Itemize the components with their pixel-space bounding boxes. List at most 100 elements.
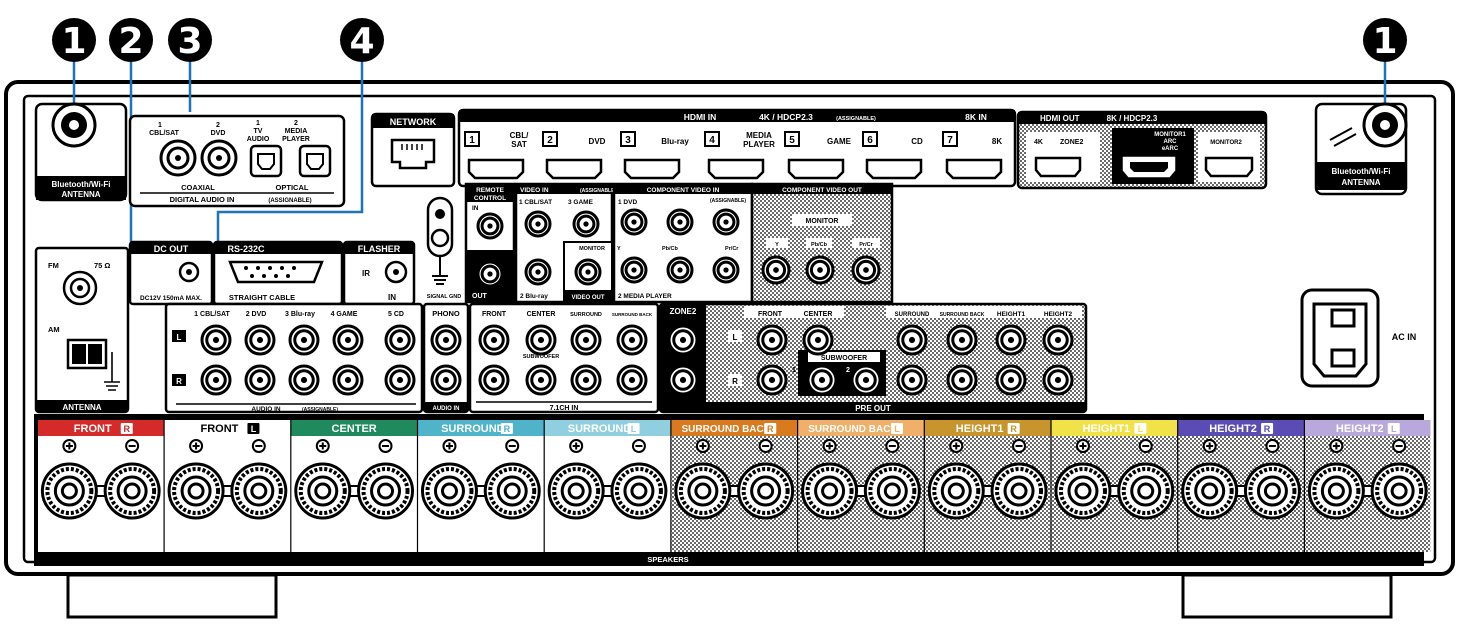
speaker-terminal-minus[interactable] [1370,462,1428,520]
dc-out-section[interactable]: DC OUT DC12V 150mA MAX. [128,240,214,306]
speaker-terminal-minus[interactable] [737,462,795,520]
speaker-terminal-minus[interactable] [230,462,288,520]
flasher-in-port[interactable]: FLASHER IR IN [342,240,416,306]
fm-antenna-jack[interactable] [62,270,98,306]
component-in-1-pr-jack[interactable] [712,208,740,236]
speaker-terminal-plus[interactable] [547,462,605,520]
preout-1-l-jack[interactable] [946,324,978,356]
component-in-2-pb-jack[interactable] [666,256,694,284]
preout-3-l-jack[interactable] [1042,324,1074,356]
network-port[interactable]: NETWORK [370,112,456,188]
coaxial-jack-1[interactable] [159,139,197,177]
audio-in-1-l-jack[interactable] [200,324,232,356]
hdmi-out-monitor2-port[interactable] [1204,156,1254,178]
component-in-1-pb-jack[interactable] [666,208,694,236]
coax1-label: CBL/SAT [149,130,180,137]
preout-3-r-jack[interactable] [1042,364,1074,396]
speaker-terminal-plus[interactable] [420,462,478,520]
rs232c-port[interactable]: RS-232C STRAIGHT CABLE [212,240,344,306]
hdmi-out-zone2-port[interactable] [1034,156,1082,178]
phono-r-jack[interactable] [430,364,462,396]
video-out-monitor-jack[interactable] [574,258,602,286]
speaker-terminal-minus[interactable] [1243,462,1301,520]
component-in-2-pr-jack[interactable] [712,256,740,284]
component-in-2-y-jack[interactable] [620,256,648,284]
audio-in-4-r-jack[interactable] [332,364,364,396]
ac-inlet[interactable]: AC IN [1300,288,1416,388]
preout-2-l-jack[interactable] [995,324,1027,356]
audio-in-2-r-jack[interactable] [244,364,276,396]
speaker-terminal-minus[interactable] [863,462,921,520]
preout-0-r-jack[interactable] [896,364,928,396]
speaker-terminal-minus[interactable] [103,462,161,520]
hdmi-port-label: GAME [827,137,852,146]
preout-2-r-jack[interactable] [995,364,1027,396]
am-antenna-terminal[interactable] [66,338,108,370]
remote-out-jack[interactable] [476,260,504,288]
speaker-terminal-minus[interactable] [357,462,415,520]
ch71-0-l-jack[interactable] [478,324,510,356]
hdmi-in-title: HDMI IN [684,112,717,122]
component-in-1-y-jack[interactable] [620,208,648,236]
ch71-0-r-jack[interactable] [478,364,510,396]
preout-sub2-jack[interactable] [850,364,882,396]
ch71-2-r-jack[interactable] [570,364,602,396]
antenna-title: ANTENNA [62,403,101,412]
preout-0-l-jack[interactable] [896,324,928,356]
ch71-3-r-jack[interactable] [616,364,648,396]
audio-in-1-r-jack[interactable] [200,364,232,396]
speaker-terminal-plus[interactable] [1307,462,1365,520]
component-out-pb-jack[interactable] [805,255,835,285]
audio-in-4-l-jack[interactable] [332,324,364,356]
remote-in-jack[interactable] [476,212,504,240]
phono-l-jack[interactable] [430,324,462,356]
preout-front-r-jack[interactable] [756,364,788,396]
speaker-terminal-plus[interactable] [801,462,859,520]
speaker-terminal-plus[interactable] [1054,462,1112,520]
speaker-terminal-plus[interactable] [1181,462,1239,520]
video-in-3-jack[interactable] [572,210,600,238]
speaker-terminal-minus[interactable] [483,462,541,520]
audio-in-5-l-jack[interactable] [384,324,416,356]
speaker-terminal-minus[interactable] [1117,462,1175,520]
signal-gnd-terminal[interactable]: SIGNAL GND [426,196,461,300]
coaxial-jack-2[interactable] [200,139,238,177]
optical-jack-2[interactable] [298,144,332,178]
preout-1-r-jack[interactable] [946,364,978,396]
audio-in-3-l-jack[interactable] [288,324,320,356]
ch71-subwoofer-jack[interactable] [525,364,557,396]
audio-in-2-l-jack[interactable] [244,324,276,356]
ch71-3-l-jack[interactable] [616,324,648,356]
component-out-pr-jack[interactable] [851,255,881,285]
video-in-2-jack[interactable] [524,258,552,286]
audio-in-5-r-jack[interactable] [384,364,416,396]
speaker-terminal-plus[interactable] [40,462,98,520]
ch71-2-l-jack[interactable] [570,324,602,356]
bluetooth-antenna-right[interactable]: Bluetooth/Wi-Fi ANTENNA [1314,102,1408,196]
audio-in-3-r-jack[interactable] [288,364,320,396]
preout-zone2-l-jack[interactable] [667,324,699,356]
preout-front-l-jack[interactable] [756,324,788,356]
speaker-terminal-plus[interactable] [927,462,985,520]
component-out-y-jack[interactable] [761,255,791,285]
video-in-1-jack[interactable] [524,210,552,238]
speaker-terminal-plus[interactable] [294,462,352,520]
preout-center-jack[interactable] [802,324,834,356]
speaker-terminal-plus[interactable] [167,462,225,520]
speaker-terminal-minus[interactable] [610,462,668,520]
speaker-terminal-minus[interactable] [990,462,1048,520]
speaker-terminal-plus[interactable] [674,462,732,520]
optical-jack-1[interactable] [249,144,283,178]
preout-zone2-r-jack[interactable] [667,364,699,396]
ch71-1-l-jack[interactable] [525,324,557,356]
preout-sub1-jack[interactable] [806,364,838,396]
bluetooth-antenna-left[interactable]: Bluetooth/Wi-Fi ANTENNA [34,102,128,202]
hdmi-out-monitor1-port[interactable] [1122,156,1176,178]
